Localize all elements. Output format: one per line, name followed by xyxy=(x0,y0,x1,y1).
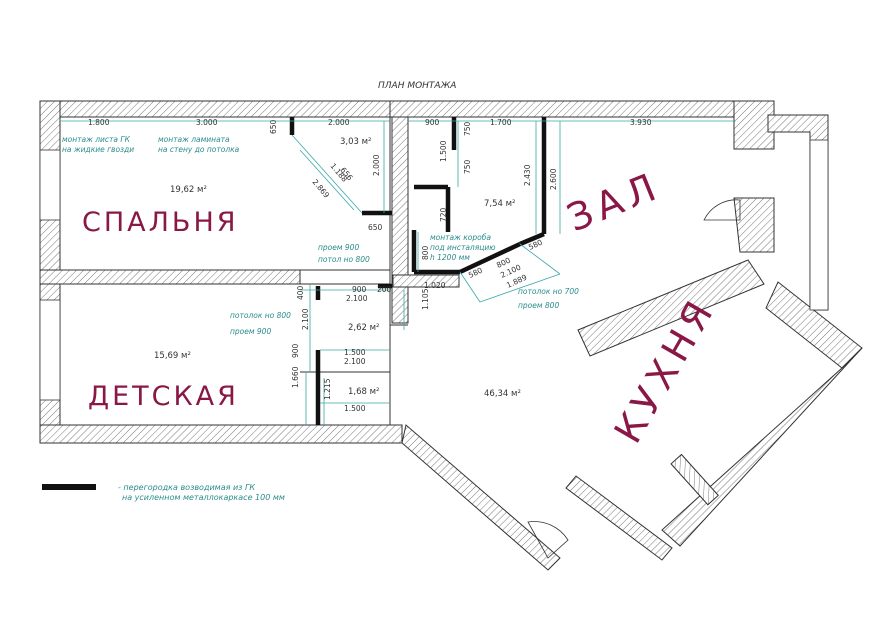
area-dressing: 3,03 м² xyxy=(340,137,371,147)
doors xyxy=(527,199,741,559)
wall-bottom-diag xyxy=(401,424,561,571)
note-opening-900: потол но 800 xyxy=(318,255,370,264)
room-kids: ДЕТСКАЯ xyxy=(88,381,239,412)
area-corridor: 2,62 м² xyxy=(348,323,379,333)
room-areas: 19,62 м² 15,69 м² 3,03 м² 7,54 м² 2,62 м… xyxy=(154,137,521,399)
partitions xyxy=(289,117,547,425)
wall-vertical-mid xyxy=(391,116,409,324)
wall-right-stub xyxy=(733,197,775,253)
note-install-box: h 1200 мм xyxy=(430,253,470,262)
kitchen-radiator xyxy=(670,453,719,506)
legend: - перегородка возводимая из ГК на усилен… xyxy=(42,483,285,502)
wall-bedroom-kids xyxy=(39,269,301,285)
area-bath: 7,54 м² xyxy=(484,199,515,209)
note-gk-glue: монтаж листа ГК xyxy=(62,135,131,144)
note-ceiling-800: проем 900 xyxy=(230,327,271,336)
area-kids: 15,69 м² xyxy=(154,351,191,361)
dim-label: 2.600 xyxy=(549,168,558,190)
note-install-box: монтаж короба xyxy=(430,233,491,242)
dim-label: 1.020 xyxy=(424,281,446,290)
dim-label: 1.800 xyxy=(88,118,110,127)
dim-label: 200 xyxy=(377,285,392,294)
windows xyxy=(39,139,829,401)
dim-label: 900 xyxy=(352,285,367,294)
dim-label: 750 xyxy=(463,159,472,174)
window-kids xyxy=(39,299,61,401)
inner-lines xyxy=(60,116,734,425)
legend-line: - перегородка возводимая из ГК xyxy=(118,483,255,492)
room-hall: ЗАЛ xyxy=(561,163,667,240)
dim-label: 2.100 xyxy=(301,308,310,330)
dim-label: 1.105 xyxy=(421,288,430,310)
wall-corner-bottom xyxy=(565,475,673,561)
dimension-lines xyxy=(60,120,734,425)
dim-label: 900 xyxy=(425,118,440,127)
dim-label: 2.430 xyxy=(523,164,532,186)
legend-line: на усиленном металлокаркасе 100 мм xyxy=(122,493,285,502)
dimension-labels: 1.800 3.000 2.000 900 1.700 3.930 650 2.… xyxy=(88,118,652,413)
window-balcony xyxy=(809,139,829,311)
note-laminate: на стену до потолка xyxy=(158,145,240,154)
note-opening-900: проем 900 xyxy=(318,243,359,252)
room-bedroom: СПАЛЬНЯ xyxy=(82,207,239,238)
door-swing-entry xyxy=(527,521,569,559)
wall-top-left xyxy=(39,100,391,118)
area-hall: 46,34 м² xyxy=(484,389,521,399)
note-install-box: под инсталяцию xyxy=(430,243,496,252)
window-bedroom xyxy=(39,149,61,221)
note-ceiling-700: потолок но 700 xyxy=(518,287,579,296)
wall-stub-under-bath xyxy=(392,274,460,288)
dim-label: 750 xyxy=(463,121,472,136)
area-wc: 1,68 м² xyxy=(348,387,379,397)
wall-bottom-left xyxy=(39,424,403,444)
dim-label: 800 xyxy=(421,245,430,260)
dim-label: 900 xyxy=(291,343,300,358)
dim-label: 1.215 xyxy=(323,378,332,400)
dim-label: 1.660 xyxy=(291,366,300,388)
dim-label: 2.000 xyxy=(372,154,381,176)
dim-label: 650 xyxy=(269,119,278,134)
dim-label: 1.500 xyxy=(344,404,366,413)
note-gk-glue: на жидкие гвозди xyxy=(62,145,134,154)
note-ceiling-800: потолок но 800 xyxy=(230,311,291,320)
door-swing-hall xyxy=(703,199,741,221)
legend-partition-swatch xyxy=(42,484,96,490)
wall-kitchen-counter xyxy=(577,259,765,357)
dim-label: 2.000 xyxy=(328,118,350,127)
dim-label: 2.100 xyxy=(346,294,368,303)
dim-label: 400 xyxy=(296,285,305,300)
notes: монтаж листа ГК на жидкие гвозди монтаж … xyxy=(62,135,579,336)
wall-kitchen-bottom xyxy=(661,347,863,547)
dim-label: 720 xyxy=(439,207,448,222)
dim-label: 1.700 xyxy=(490,118,512,127)
dim-label: 3.930 xyxy=(630,118,652,127)
plan-title: ПЛАН МОНТАЖА xyxy=(378,81,456,91)
dim-label: 1.500 xyxy=(344,348,366,357)
wall-top-right xyxy=(389,100,769,118)
note-laminate: монтаж ламината xyxy=(158,135,230,144)
dim-label: 650 xyxy=(368,223,383,232)
dim-label: 1.500 xyxy=(439,140,448,162)
dim-label: 3.000 xyxy=(196,118,218,127)
note-ceiling-700: проем 800 xyxy=(518,301,559,310)
area-bedroom: 19,62 м² xyxy=(170,185,207,195)
dim-label: 2.100 xyxy=(344,357,366,366)
